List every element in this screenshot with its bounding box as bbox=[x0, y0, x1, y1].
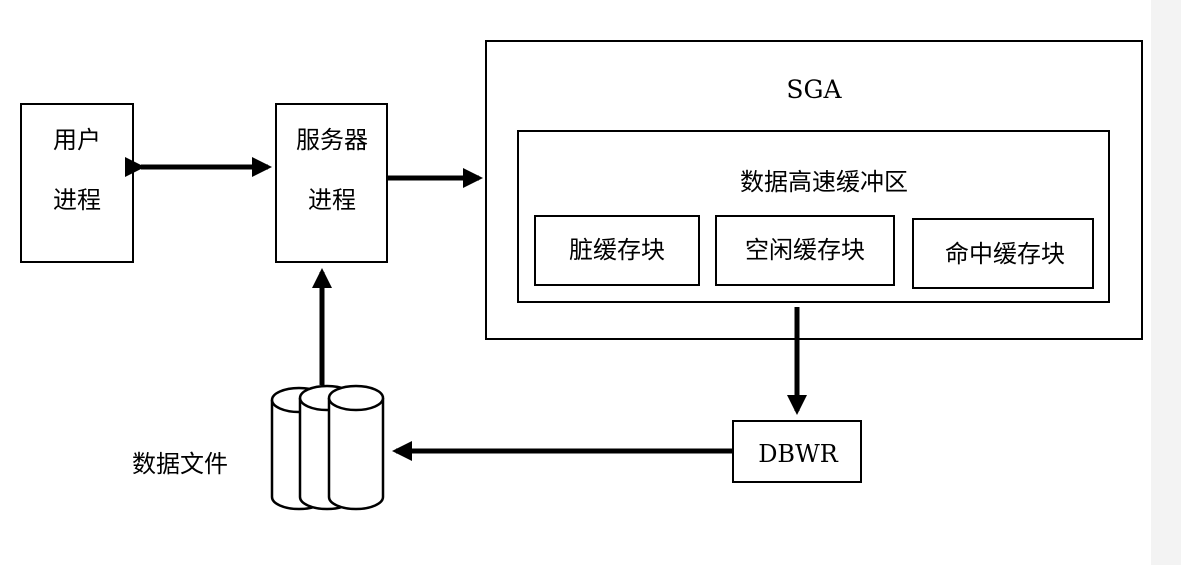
user-process-label-line1: 用户 bbox=[53, 126, 101, 154]
dirty-block-label: 脏缓存块 bbox=[569, 236, 665, 264]
dirty-block-box: 脏缓存块 bbox=[534, 215, 700, 286]
sga-title: SGA bbox=[786, 75, 842, 104]
dbwr-label: DBWR bbox=[758, 440, 839, 468]
data-file-cylinders bbox=[270, 384, 385, 511]
free-block-label: 空闲缓存块 bbox=[745, 236, 865, 264]
hit-block-label: 命中缓存块 bbox=[945, 240, 1065, 268]
user-process-label-line2: 进程 bbox=[53, 186, 101, 214]
free-block-box: 空闲缓存块 bbox=[715, 215, 895, 286]
oracle-architecture-diagram: 用户 进程 服务器 进程 SGA 数据高速缓冲区 脏缓存块 bbox=[20, 40, 1143, 511]
cylinder-icon bbox=[327, 384, 385, 511]
dbwr-box: DBWR bbox=[732, 420, 862, 483]
user-process-box: 用户 进程 bbox=[20, 103, 134, 263]
side-strip bbox=[1151, 0, 1181, 565]
hit-block-box: 命中缓存块 bbox=[912, 218, 1094, 289]
server-process-box: 服务器 进程 bbox=[275, 103, 388, 263]
buffer-cache-title: 数据高速缓冲区 bbox=[740, 168, 908, 196]
data-files-label: 数据文件 bbox=[132, 450, 228, 478]
server-process-label-line2: 进程 bbox=[308, 186, 356, 214]
server-process-label-line1: 服务器 bbox=[296, 126, 368, 154]
